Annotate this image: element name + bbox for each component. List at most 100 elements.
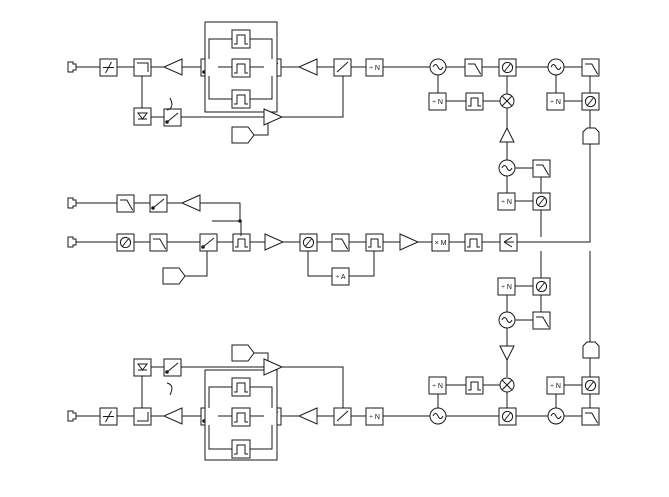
lowpass-filter — [331, 233, 350, 252]
switch-lever — [152, 198, 165, 209]
pd-circle — [119, 236, 132, 249]
divider-text: ÷ N — [501, 284, 512, 291]
bandpass-filter — [232, 233, 251, 252]
pd-circle — [501, 410, 514, 423]
ref-in-connector — [67, 236, 77, 248]
bpf-curve — [235, 238, 248, 248]
amp-ch1-out — [162, 58, 183, 76]
bpf-curve — [234, 94, 248, 105]
amp-coarse-down — [499, 345, 515, 362]
bandpass-filter — [465, 376, 484, 395]
switch-lever — [202, 237, 215, 248]
wire — [307, 251, 332, 277]
lowpass-filter — [116, 194, 135, 213]
pd-slash — [503, 62, 512, 73]
amp-ref-in — [264, 233, 285, 251]
lpf-curve — [120, 199, 134, 211]
sine-wave — [550, 64, 562, 70]
wire — [208, 386, 232, 408]
wire — [254, 352, 269, 361]
ch2-connector — [67, 410, 77, 422]
mixer-x — [501, 379, 513, 391]
bpf-curve — [234, 382, 248, 393]
lowpass-filter — [581, 58, 600, 77]
junction-dot — [201, 245, 205, 249]
lowpass-filter — [149, 233, 168, 252]
pd-circle — [535, 195, 548, 208]
bandpass-filter — [231, 58, 251, 78]
pd-slash — [537, 196, 546, 207]
bandpass-filter — [365, 233, 384, 252]
vca-arrow — [336, 61, 349, 73]
wire — [208, 38, 232, 59]
wire — [250, 76, 273, 100]
amp-alc-top — [263, 108, 284, 126]
pd-slash — [537, 281, 546, 292]
bandpass-filter — [464, 233, 483, 252]
divider-text: ÷ N — [369, 65, 380, 72]
bpf-curve — [467, 238, 480, 248]
attn-arrow — [105, 61, 112, 74]
bpf-curve — [368, 238, 381, 248]
coupler-line — [137, 62, 149, 72]
switch-lever — [166, 362, 179, 373]
pd-circle — [302, 236, 315, 249]
amp-ch2-out — [162, 407, 183, 425]
amp-vcxo — [399, 233, 420, 251]
wire — [250, 425, 273, 450]
amp-ch1-mid — [297, 58, 318, 76]
wire — [250, 38, 273, 59]
bpf-curve — [468, 381, 481, 391]
bpf-curve — [234, 34, 248, 45]
pd-slash — [586, 380, 595, 391]
detector-bottom — [133, 358, 152, 377]
lowpass-filter — [581, 407, 600, 426]
sine-wave — [501, 317, 513, 323]
junction-dot — [165, 370, 169, 374]
sine-wave — [501, 165, 513, 171]
dds-top — [582, 127, 600, 145]
dds-bottom — [582, 341, 600, 359]
lpf-curve — [585, 63, 599, 75]
sine-wave — [432, 413, 444, 419]
wire — [137, 412, 149, 422]
divider-text: × M — [435, 240, 447, 247]
lowpass-filter — [532, 311, 551, 330]
sine-wave — [550, 413, 562, 419]
pd-circle — [535, 280, 548, 293]
alc-loop-arrow — [166, 97, 173, 111]
wire — [185, 268, 208, 277]
amp-ref-out — [180, 194, 201, 212]
bandpass-filter — [231, 407, 251, 427]
bpf-curve — [234, 63, 248, 74]
divider-text: ÷ N — [550, 99, 561, 106]
lpf-curve — [536, 164, 550, 176]
pd-slash — [586, 96, 595, 107]
alc-dac-top — [231, 126, 255, 144]
amp-alc-bottom — [263, 358, 284, 376]
lowpass-filter — [532, 159, 551, 178]
ref-dac — [162, 267, 186, 285]
ch1-connector — [67, 61, 77, 73]
wire — [250, 386, 273, 408]
splitter-lines — [503, 236, 514, 248]
bpf-curve — [234, 444, 248, 455]
bandpass-filter — [231, 439, 251, 459]
bpf-curve — [468, 97, 481, 107]
bpf-curve — [234, 412, 248, 423]
bandpass-filter — [231, 29, 251, 49]
wire — [254, 123, 269, 136]
divider-text: ÷ N — [432, 99, 443, 106]
bandpass-filter — [231, 377, 251, 397]
ref-out-connector — [67, 197, 77, 209]
bandpass-filter — [231, 89, 251, 109]
vca-arrow — [336, 410, 349, 422]
divider-text: ÷ N — [501, 199, 512, 206]
junction-dot — [151, 206, 155, 210]
lpf-curve — [536, 316, 550, 328]
wire — [349, 251, 375, 277]
amp-coarse-up — [499, 126, 515, 143]
pd-slash — [121, 237, 130, 248]
sine-wave — [432, 64, 444, 70]
